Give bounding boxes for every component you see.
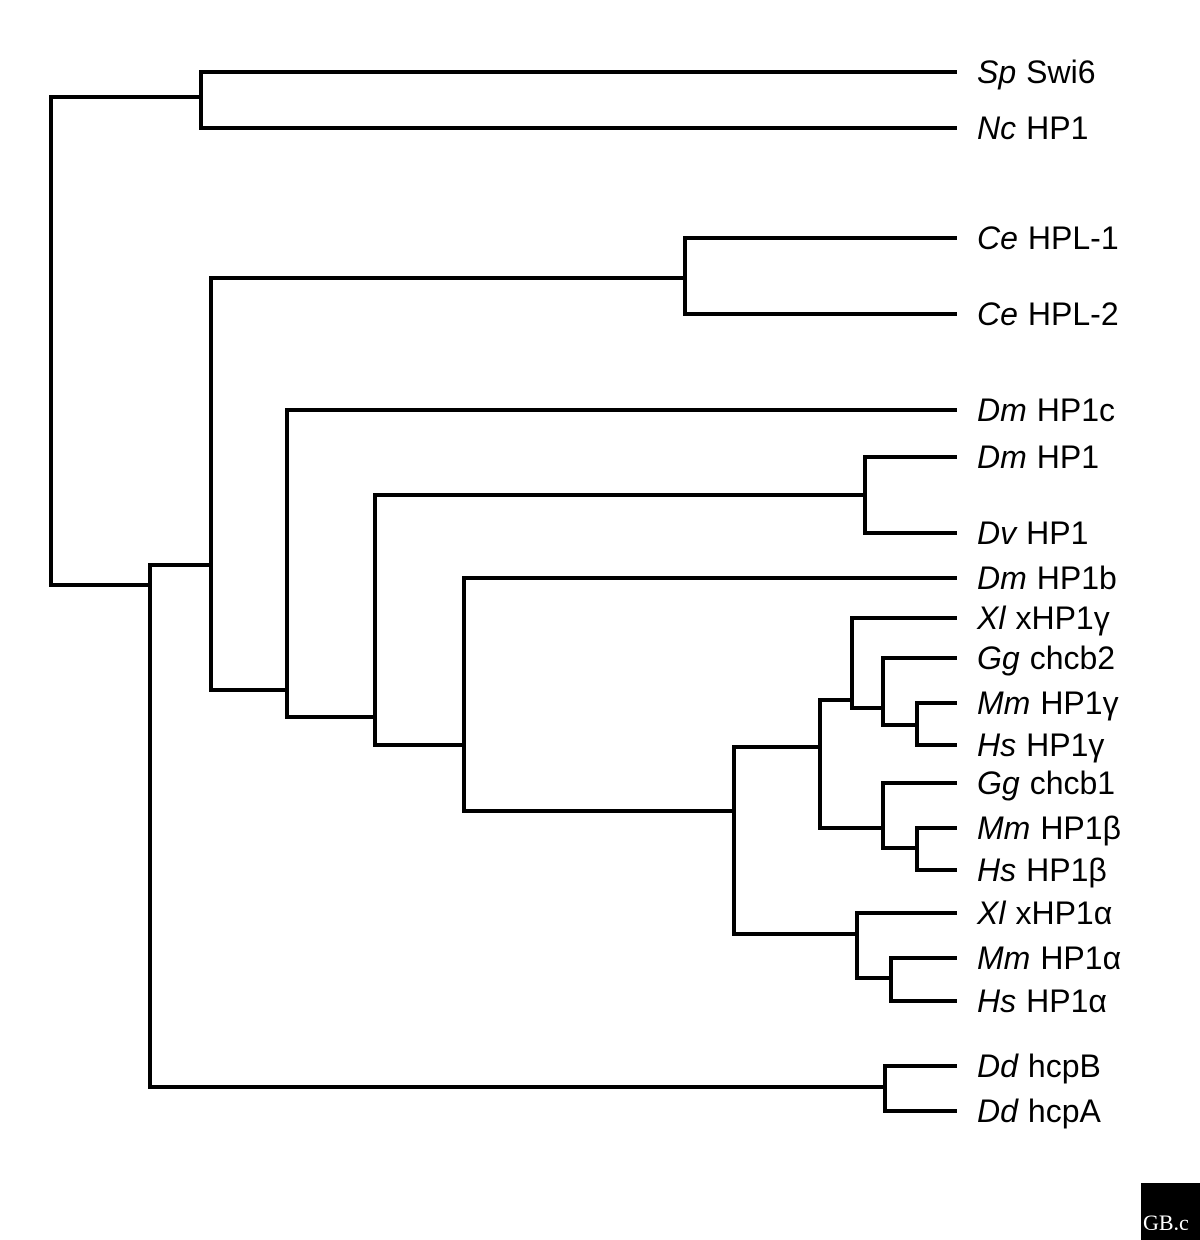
species-abbrev: Xl [976,895,1006,931]
species-abbrev: Mm [977,940,1030,976]
leaf-label: Dm HP1c [977,392,1115,428]
leaf-label: Gg chcb1 [977,765,1115,801]
species-abbrev: Ce [977,296,1018,332]
species-abbrev: Xl [976,600,1006,636]
species-abbrev: Mm [977,810,1030,846]
leaf-label: Hs HP1γ [977,727,1104,763]
gene-name: HP1b [1037,560,1117,596]
gene-name: HPL-1 [1028,220,1119,256]
gene-name: HPL-2 [1028,296,1119,332]
species-abbrev: Hs [977,983,1016,1019]
gene-name: HP1 [1026,110,1088,146]
leaf-label: Sp Swi6 [977,54,1096,90]
species-abbrev: Gg [977,765,1020,801]
species-abbrev: Dd [977,1093,1019,1129]
gene-name: HP1β [1026,852,1107,888]
gene-name: chcb1 [1030,765,1115,801]
gene-name: HP1β [1040,810,1121,846]
gene-name: HP1 [1037,439,1099,475]
gene-name: HP1c [1037,392,1115,428]
gene-name: hcpB [1028,1048,1101,1084]
leaf-label: Ce HPL-1 [977,220,1119,256]
species-abbrev: Dv [977,515,1018,551]
publisher-logo: GB.c [1141,1183,1200,1240]
species-abbrev: Hs [977,852,1016,888]
leaf-label: Mm HP1γ [977,685,1119,721]
leaf-label: Dm HP1 [977,439,1099,475]
leaf-label: Mm HP1α [977,940,1121,976]
gene-name: HP1 [1026,515,1088,551]
gene-name: xHP1α [1015,895,1112,931]
species-abbrev: Sp [977,54,1016,90]
logo-text: GB.c [1143,1210,1189,1235]
species-abbrev: Gg [977,640,1020,676]
gene-name: xHP1γ [1015,600,1109,636]
species-abbrev: Dm [977,392,1027,428]
species-abbrev: Dm [977,439,1027,475]
gene-name: HP1α [1040,940,1121,976]
leaf-label: Nc HP1 [977,110,1088,146]
leaf-label: Dm HP1b [977,560,1117,596]
species-abbrev: Hs [977,727,1016,763]
tree-branches [49,70,957,1113]
species-abbrev: Dm [977,560,1027,596]
gene-name: HP1γ [1040,685,1118,721]
gene-name: HP1α [1026,983,1107,1019]
species-abbrev: Mm [977,685,1030,721]
gene-name: chcb2 [1030,640,1115,676]
gene-name: HP1γ [1026,727,1104,763]
gene-name: hcpA [1028,1093,1102,1129]
species-abbrev: Nc [977,110,1016,146]
leaf-label: Hs HP1α [977,983,1107,1019]
species-abbrev: Ce [977,220,1018,256]
leaf-label: Ce HPL-2 [977,296,1119,332]
gene-name: Swi6 [1026,54,1095,90]
leaf-label: Mm HP1β [977,810,1121,846]
species-abbrev: Dd [977,1048,1019,1084]
leaf-label: Gg chcb2 [977,640,1115,676]
leaf-label: Hs HP1β [977,852,1107,888]
